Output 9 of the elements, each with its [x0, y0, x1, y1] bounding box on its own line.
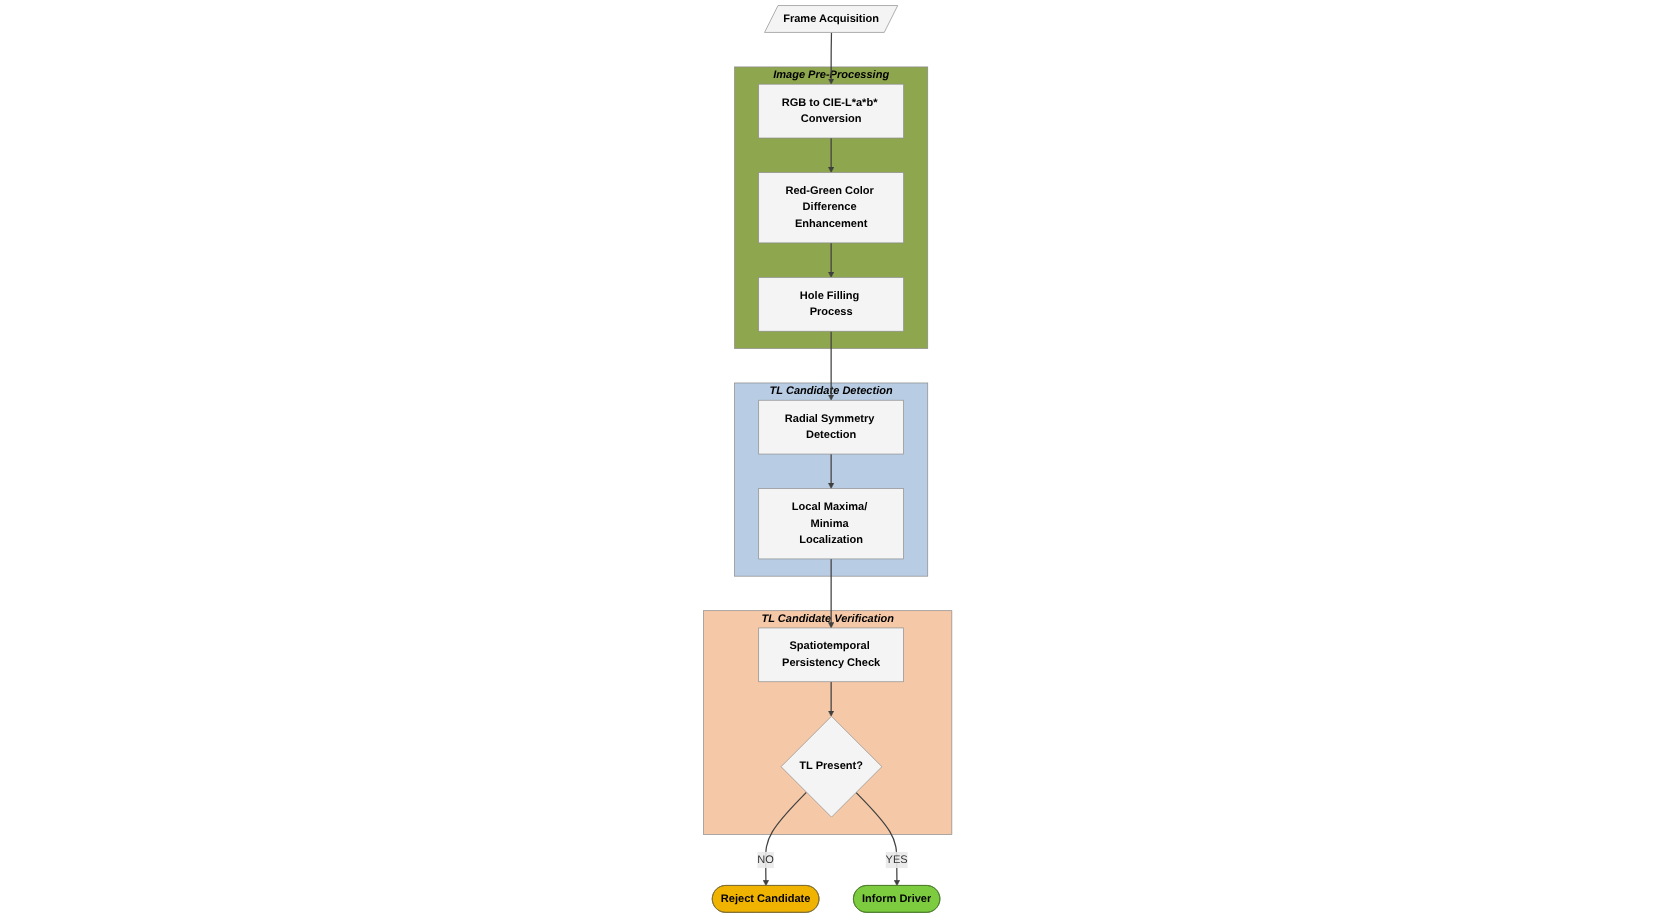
arrow — [828, 558, 835, 629]
arrow — [855, 791, 901, 887]
arrow — [828, 242, 835, 278]
arrow — [828, 330, 835, 401]
arrow — [828, 32, 835, 85]
arrow — [763, 791, 808, 887]
arrow — [828, 137, 835, 173]
arrow — [828, 681, 835, 717]
arrow — [828, 453, 835, 489]
